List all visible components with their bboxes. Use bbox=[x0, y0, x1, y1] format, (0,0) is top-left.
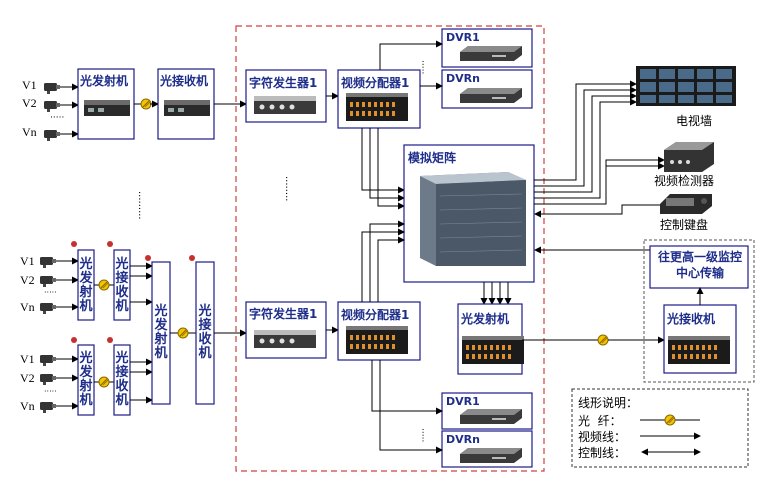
g1-input-vn: Vn bbox=[20, 300, 35, 314]
char-gen-top-label: 字符发生器1 bbox=[249, 76, 318, 90]
keyboard-label: 控制键盘 bbox=[660, 218, 709, 232]
upper-center-label: 往更高一级监控 中心传输 bbox=[652, 249, 748, 281]
dvrn-bottom-label: DVRn bbox=[446, 433, 480, 446]
group1-cameras: ····· bbox=[40, 257, 79, 314]
g1-rx-label: 光接收机 bbox=[115, 257, 129, 314]
legend-control-label: 控制线： bbox=[578, 446, 627, 460]
legend-fiber-label: 光 纤： bbox=[578, 414, 622, 428]
matrix-label: 模拟矩阵 bbox=[408, 151, 457, 165]
top-input-v2: V2 bbox=[22, 96, 37, 110]
svg-text:·········: ········· bbox=[133, 191, 144, 220]
dvr1-top-label: DVR1 bbox=[446, 31, 480, 44]
g2-input-vn: Vn bbox=[20, 399, 35, 413]
g1-input-v1: V1 bbox=[20, 254, 35, 268]
top-camera-group: ····· bbox=[44, 83, 79, 141]
monitor-wall-icon bbox=[636, 66, 736, 106]
mux-rx-label: 光接收机 bbox=[198, 304, 212, 361]
g2-input-v2: V2 bbox=[20, 371, 35, 385]
svg-text:·····: ····· bbox=[50, 113, 64, 123]
remote-center-region bbox=[643, 239, 755, 383]
svg-text:·····: ····· bbox=[44, 288, 57, 297]
remote-rx-label: 光接收机 bbox=[667, 312, 716, 326]
splitter-top-label: 视频分配器1 bbox=[341, 76, 410, 90]
tv-wall-label: 电视墙 bbox=[676, 114, 713, 128]
top-rx-label: 光接收机 bbox=[160, 74, 209, 88]
g2-input-v1: V1 bbox=[20, 352, 35, 366]
legend-title: 线形说明： bbox=[578, 396, 639, 410]
upper-center-line1: 往更高一级监控 bbox=[657, 250, 742, 264]
upper-center-box bbox=[649, 245, 749, 289]
g2-rx-box bbox=[113, 344, 131, 416]
g1-tx-label: 光发射机 bbox=[79, 257, 93, 314]
svg-text:········: ········ bbox=[280, 176, 291, 201]
dvrn-top-label: DVRn bbox=[446, 72, 480, 85]
group2-cameras: ····· bbox=[40, 355, 79, 413]
matrix-tx-label: 光发射机 bbox=[461, 312, 510, 326]
matrix-device bbox=[420, 172, 526, 266]
dvr1-bottom-label: DVR1 bbox=[446, 395, 480, 408]
g1-input-v2: V2 bbox=[20, 273, 35, 287]
video-detector-label: 视频检测器 bbox=[654, 174, 715, 188]
svg-text:·····: ····· bbox=[417, 60, 427, 74]
mux-tx-label: 光发射机 bbox=[154, 304, 168, 361]
char-gen-bottom-label: 字符发生器1 bbox=[249, 307, 318, 321]
svg-text:·····: ····· bbox=[417, 428, 427, 442]
top-tx-label: 光发射机 bbox=[80, 74, 129, 88]
legend-video-label: 视频线： bbox=[578, 430, 627, 444]
control-center-region bbox=[235, 25, 545, 472]
top-input-v1: V1 bbox=[22, 78, 37, 92]
top-input-vn: Vn bbox=[22, 125, 37, 139]
g2-tx-box bbox=[77, 344, 95, 416]
g2-rx-label: 光接收机 bbox=[115, 351, 129, 408]
upper-center-line2: 中心传输 bbox=[675, 266, 724, 280]
keyboard-icon bbox=[660, 194, 712, 214]
svg-text:·····: ····· bbox=[44, 387, 57, 396]
g1-rx-box bbox=[113, 249, 131, 321]
g2-tx-label: 光发射机 bbox=[79, 351, 93, 408]
video-detector-icon bbox=[664, 142, 714, 172]
splitter-bottom-label: 视频分配器1 bbox=[341, 308, 410, 322]
